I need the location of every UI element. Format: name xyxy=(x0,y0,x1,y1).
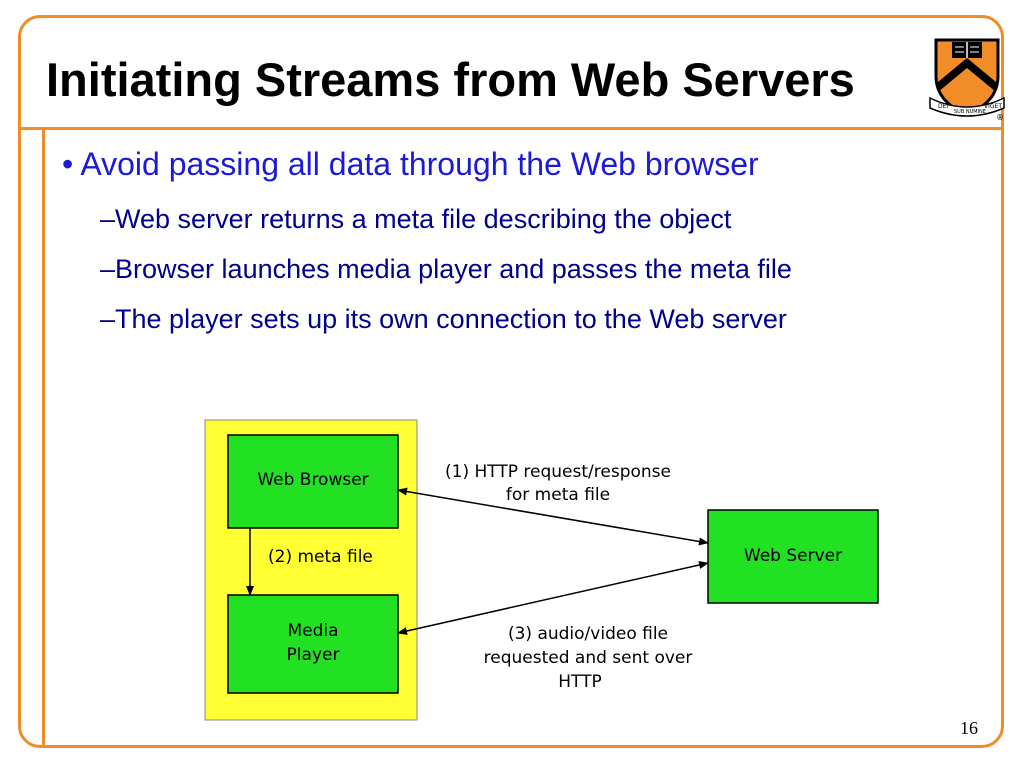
web-server-label: Web Server xyxy=(744,546,842,566)
sub-bullet-text: Browser launches media player and passes… xyxy=(115,254,792,284)
media-player-label-line1: Media xyxy=(287,621,338,641)
slide-frame xyxy=(18,15,1004,748)
logo-motto-right: VIGET xyxy=(984,103,1002,110)
sub-bullet-text: Web server returns a meta file describin… xyxy=(115,204,732,234)
main-bullet-text: Avoid passing all data through the Web b… xyxy=(80,146,759,182)
left-margin-line xyxy=(42,128,45,747)
slide-title: Initiating Streams from Web Servers xyxy=(46,53,855,106)
logo-motto-middle: SUB NUMINE xyxy=(954,109,986,115)
sub-bullet-3: –The player sets up its own connection t… xyxy=(100,304,787,335)
web-browser-box xyxy=(227,434,399,529)
princeton-shield-logo: DEI SUB NUMINE VIGET ® xyxy=(929,38,1005,122)
logo-registered-mark: ® xyxy=(996,113,1004,122)
sub-bullet-marker: – xyxy=(100,204,116,234)
sub-bullet-text: The player sets up its own connection to… xyxy=(115,304,787,334)
main-bullet: • Avoid passing all data through the Web… xyxy=(62,146,759,183)
av-label-line3: HTTP xyxy=(558,672,602,692)
shield-chevron xyxy=(938,58,996,92)
http-label-line1: (1) HTTP request/response xyxy=(445,462,671,482)
shield-motto-ribbon xyxy=(929,96,1005,117)
web-browser-label: Web Browser xyxy=(257,470,368,490)
media-player-label-line2: Player xyxy=(287,645,340,665)
media-player-box xyxy=(227,594,399,694)
sub-bullet-1: –Web server returns a meta file describi… xyxy=(100,204,731,235)
sub-bullet-marker: – xyxy=(100,304,116,334)
streaming-diagram: Web Browser Media Player Web Server (2) … xyxy=(204,419,879,721)
http-label-line2: for meta file xyxy=(506,485,610,505)
av-label-line1: (3) audio/video file xyxy=(508,624,668,644)
av-label-line2: requested and sent over xyxy=(484,648,693,668)
title-divider xyxy=(19,127,1003,130)
page-number: 16 xyxy=(960,718,978,738)
meta-file-label: (2) meta file xyxy=(268,547,373,567)
logo-motto-left: DEI xyxy=(938,103,948,110)
bullet-marker: • xyxy=(62,146,74,182)
web-server-box xyxy=(707,509,879,604)
http-meta-arrow xyxy=(397,487,709,546)
sub-bullet-2: –Browser launches media player and passe… xyxy=(100,254,792,285)
audio-video-arrow xyxy=(397,561,709,635)
sub-bullet-marker: – xyxy=(100,254,116,284)
